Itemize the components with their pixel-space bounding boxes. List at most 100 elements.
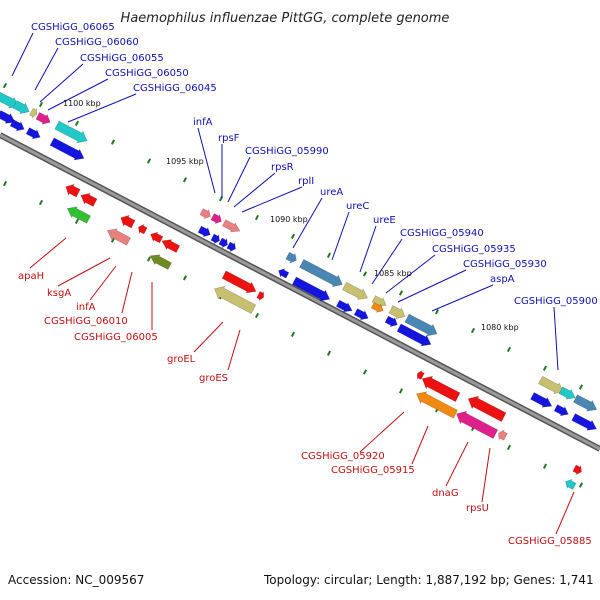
gene-feature-arrow[interactable] (384, 315, 399, 329)
gene-feature-arrow[interactable] (78, 190, 98, 208)
gene-label-uree[interactable]: ureE (373, 215, 396, 226)
gene-label-rpsr[interactable]: rpsR (271, 162, 294, 173)
gene-feature-arrow[interactable] (413, 388, 458, 420)
gene-feature-arrow[interactable] (335, 299, 355, 315)
gene-label-rpsu[interactable]: rpsU (466, 503, 489, 514)
gene-feature-arrow[interactable] (9, 118, 26, 133)
gene-feature-arrow[interactable] (197, 225, 212, 239)
gene-feature-arrow[interactable] (49, 136, 86, 163)
tick-mark (470, 327, 476, 334)
gene-feature-arrow[interactable] (12, 99, 32, 117)
gene-feature-arrow[interactable] (221, 269, 258, 296)
gene-feature-arrow[interactable] (210, 233, 222, 246)
gene-feature-arrow[interactable] (25, 126, 42, 141)
gene-feature-arrow[interactable] (210, 212, 223, 225)
gene-feature-arrow[interactable] (211, 283, 257, 316)
gene-feature-arrow[interactable] (105, 225, 132, 247)
gene-label-rpsf[interactable]: rpsF (218, 133, 240, 144)
gene-label-apah[interactable]: apaH (18, 271, 44, 282)
gene-feature-arrow[interactable] (159, 236, 181, 254)
tick-mark (74, 218, 80, 224)
gene-label-urea[interactable]: ureA (320, 187, 343, 198)
gene-label-infa-bottom[interactable]: infA (76, 302, 96, 313)
gene-label-ksga[interactable]: ksgA (47, 288, 71, 299)
gene-feature-arrow[interactable] (118, 212, 136, 229)
tick-mark (110, 139, 116, 145)
gene-feature-arrow[interactable] (553, 403, 570, 418)
gene-label-cgshigg-06055[interactable]: CGSHiGG_06055 (80, 53, 164, 64)
gene-feature-arrow[interactable] (148, 251, 173, 271)
gene-feature-arrow[interactable] (396, 322, 433, 349)
gene-label-cgshigg-05930[interactable]: CGSHiGG_05930 (463, 259, 547, 270)
gene-feature-arrow[interactable] (388, 304, 408, 322)
gene-label-cgshigg-05935[interactable]: CGSHiGG_05935 (432, 244, 516, 255)
gene-feature-arrow[interactable] (453, 408, 499, 441)
gene-feature-arrow[interactable] (291, 275, 332, 304)
gene-label-cgshigg-06060[interactable]: CGSHiGG_06060 (55, 37, 139, 48)
tick-mark (38, 199, 44, 206)
gene-label-dnag[interactable]: dnaG (432, 488, 459, 499)
gene-feature-arrow[interactable] (63, 181, 81, 198)
gene-feature-arrow[interactable] (256, 290, 266, 302)
gene-label-cgshigg-05915[interactable]: CGSHiGG_05915 (331, 465, 415, 476)
label-connector-line (47, 78, 109, 111)
gene-label-cgshigg-05885[interactable]: CGSHiGG_05885 (508, 536, 592, 547)
gene-feature-arrow[interactable] (419, 373, 461, 404)
gene-label-urec[interactable]: ureC (346, 201, 369, 212)
gene-label-cgshigg-05900[interactable]: CGSHiGG_05900 (514, 296, 598, 307)
gene-feature-arrow[interactable] (226, 241, 238, 254)
gene-feature-arrow[interactable] (35, 111, 53, 127)
gene-feature-arrow[interactable] (218, 237, 230, 250)
gene-feature-arrow[interactable] (465, 393, 507, 424)
gene-label-rpli[interactable]: rplI (298, 176, 314, 187)
gene-feature-arrow[interactable] (299, 258, 346, 291)
gene-label-cgshigg-06045[interactable]: CGSHiGG_06045 (133, 83, 217, 94)
gene-feature-arrow[interactable] (199, 207, 212, 220)
gene-feature-arrow[interactable] (558, 385, 577, 402)
gene-feature-arrow[interactable] (276, 267, 290, 280)
gene-feature-arrow[interactable] (563, 477, 577, 490)
genome-backbone (0, 132, 600, 452)
tick-mark (290, 233, 296, 239)
gene-label-infa-top[interactable]: infA (193, 117, 213, 128)
gene-feature-arrow[interactable] (571, 412, 599, 434)
gene-label-groes[interactable]: groES (199, 373, 228, 384)
gene-feature-arrow[interactable] (415, 369, 425, 381)
tick-mark (578, 482, 584, 488)
gene-label-cgshigg-06065[interactable]: CGSHiGG_06065 (31, 22, 115, 33)
gene-feature-arrow[interactable] (0, 109, 18, 127)
gene-feature-arrow[interactable] (54, 119, 90, 146)
gene-feature-arrow[interactable] (136, 223, 148, 236)
gene-feature-arrow[interactable] (148, 230, 164, 244)
gene-feature-arrow[interactable] (371, 294, 388, 309)
label-connector-line (411, 425, 429, 465)
gene-feature-arrow[interactable] (573, 393, 600, 415)
tick-mark (74, 120, 80, 126)
map-title: Haemophilus influenzae PittGG, complete … (121, 11, 450, 26)
label-connector-line (431, 284, 494, 312)
gene-feature-arrow[interactable] (496, 428, 508, 441)
gene-feature-arrow[interactable] (342, 281, 371, 304)
gene-feature-arrow[interactable] (221, 218, 243, 235)
gene-feature-arrow[interactable] (404, 312, 440, 339)
gene-label-groel[interactable]: groEL (167, 354, 196, 365)
tick-mark (578, 384, 584, 390)
gene-label-cgshigg-05990[interactable]: CGSHiGG_05990 (245, 146, 329, 157)
gene-feature-arrow[interactable] (530, 391, 555, 411)
gene-feature-arrow[interactable] (285, 251, 299, 265)
gene-feature-arrow[interactable] (370, 301, 386, 315)
gene-label-cgshigg-05920[interactable]: CGSHiGG_05920 (301, 451, 385, 462)
accession-text: Accession: NC_009567 (8, 573, 145, 587)
gene-feature-arrow[interactable] (353, 307, 370, 322)
tick-mark (542, 463, 548, 469)
gene-label-cgshigg-06050[interactable]: CGSHiGG_06050 (105, 68, 189, 79)
gene-label-cgshigg-06010[interactable]: CGSHiGG_06010 (44, 316, 128, 327)
gene-feature-arrow[interactable] (65, 203, 92, 225)
gene-feature-arrow[interactable] (538, 375, 567, 398)
gene-label-cgshigg-05940[interactable]: CGSHiGG_05940 (400, 228, 484, 239)
gene-label-aspa[interactable]: aspA (490, 274, 515, 285)
gene-label-cgshigg-06005[interactable]: CGSHiGG_06005 (74, 332, 158, 343)
gene-feature-arrow[interactable] (29, 107, 39, 120)
gene-feature-arrow[interactable] (572, 464, 584, 477)
label-connector-line (227, 156, 251, 203)
